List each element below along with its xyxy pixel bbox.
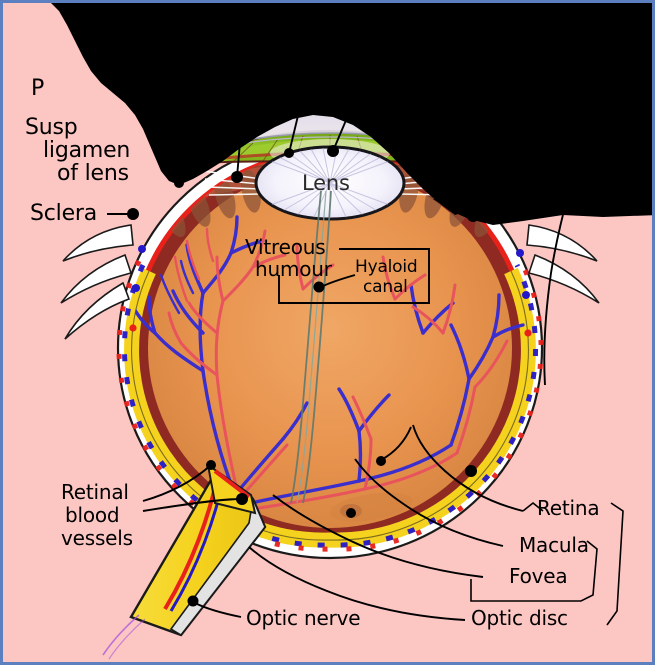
leader-fovea <box>272 494 484 578</box>
label-suspensory-ligament-line1: Susp <box>25 115 78 140</box>
dot-optic-nerve <box>187 595 199 607</box>
label-vitreous-humour-line1: Vitreous <box>245 235 326 259</box>
label-optic-nerve: Optic nerve <box>246 606 361 630</box>
leader-retina <box>412 424 524 512</box>
label-suspensory-ligament-line3: of lens <box>57 161 129 186</box>
retinal-arteries-upper-left <box>173 227 215 303</box>
label-vitreous-humour-line2: humour <box>255 257 332 281</box>
label-lens: Lens <box>302 171 350 195</box>
label-hyaloid-canal-line1: Hyaloid <box>355 257 418 277</box>
dot-retinal-vessels-b <box>206 460 216 470</box>
retinal-veins-upper-left <box>159 259 195 315</box>
dot-anterior <box>284 148 294 158</box>
dot-retinal-vessels-a <box>236 493 248 505</box>
choroid-vessel-dots <box>116 259 544 552</box>
bracket-macula-inner <box>470 540 598 602</box>
extraocular-tendons-right <box>526 224 600 304</box>
label-fovea: Fovea <box>509 564 568 588</box>
label-retinal-vessels-line3: vessels <box>61 526 133 550</box>
dot-sclera <box>127 208 139 220</box>
retinal-veins-right <box>249 283 525 505</box>
dot-sclera-upper-right <box>467 210 479 222</box>
label-optic-disc: Optic disc <box>471 606 568 630</box>
label-suspensory-ligament-line2: ligamen <box>43 138 131 163</box>
right-label-brackets <box>470 501 624 626</box>
dot-cornea-left <box>174 178 184 188</box>
label-macula: Macula <box>519 533 589 557</box>
extraocular-tendons <box>60 224 134 340</box>
dot-top-right <box>446 148 456 158</box>
leader-susp-right <box>472 148 516 164</box>
dot-pupil <box>327 145 339 157</box>
retinal-arteries-left <box>167 229 289 501</box>
bracket-vitreous <box>278 248 430 304</box>
label-sclera: Sclera <box>30 201 98 226</box>
leader-optic-disc <box>248 546 466 621</box>
label-pupil: P <box>31 76 45 101</box>
leader-retinal-vessels-2 <box>142 464 212 502</box>
leader-retinal-vessels-1 <box>142 498 242 512</box>
label-retina: Retina <box>537 496 600 520</box>
leader-optic-nerve <box>194 602 242 618</box>
leader-upper-right-long2 <box>472 142 590 178</box>
leader-macula <box>354 458 504 547</box>
dot-iris-right <box>468 172 478 182</box>
label-retinal-vessels-line2: blood <box>65 503 120 527</box>
dot-retina <box>465 465 477 477</box>
dot-iris-left <box>231 171 243 183</box>
hyaloid-canal <box>290 190 332 504</box>
label-hyaloid-canal-line2: canal <box>363 277 408 297</box>
bracket-retina-outer <box>606 502 624 626</box>
dot-fovea <box>346 508 356 518</box>
dot-macula-point <box>376 456 386 466</box>
dot-hyaloid <box>313 281 325 293</box>
bracket-retina-left <box>522 501 544 512</box>
choroid-vessel-dots-upper <box>129 245 532 337</box>
retina-inner-edge <box>131 270 529 541</box>
label-retinal-vessels-line1: Retinal <box>61 480 129 504</box>
vitreous-humour-body <box>148 168 512 528</box>
